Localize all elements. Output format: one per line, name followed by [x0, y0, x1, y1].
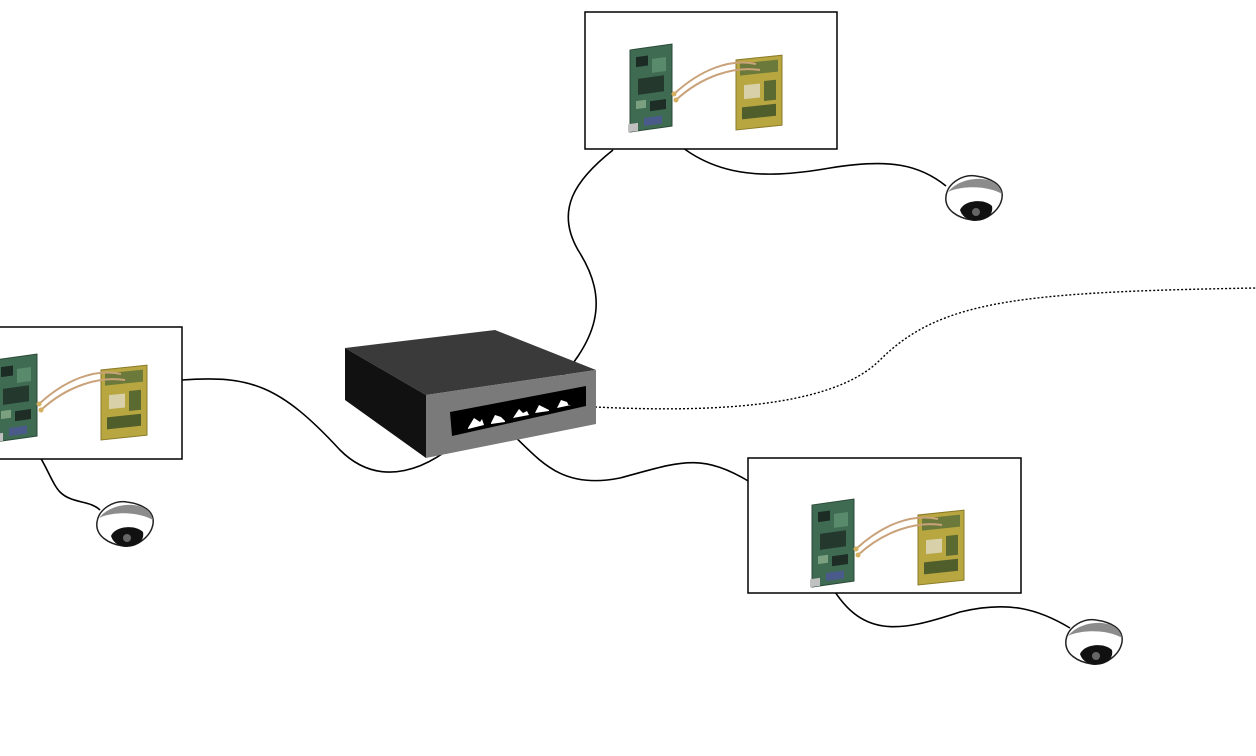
switch-port	[491, 415, 505, 424]
encoder-frame	[747, 457, 1022, 594]
switch-port	[557, 400, 571, 408]
encoder-frame	[584, 11, 838, 150]
cable-switch-to-encoder-top	[545, 149, 614, 395]
cables	[11, 114, 1256, 629]
switch-side	[345, 348, 426, 458]
cable-encoder-top-to-camera-top	[649, 114, 947, 187]
encoder-bottom	[747, 457, 1022, 594]
cable-switch-to-offscreen	[594, 287, 1256, 410]
switch-port	[468, 418, 484, 429]
cable-switch-to-encoder-bottom	[507, 429, 751, 483]
network-switch	[345, 330, 596, 458]
switch-port	[513, 409, 529, 418]
dome-camera-icon	[945, 174, 1003, 222]
encoder-top	[584, 11, 838, 150]
cable-switch-to-encoder-left	[181, 378, 467, 473]
dome-camera-icon	[1065, 618, 1123, 666]
switch-top	[345, 330, 596, 395]
cable-encoder-bottom-to-camera-bottom	[827, 579, 1071, 629]
switch-ports	[468, 400, 571, 429]
dome-camera-icon	[96, 500, 154, 548]
encoder-left	[0, 326, 183, 460]
switch-port	[535, 405, 549, 413]
